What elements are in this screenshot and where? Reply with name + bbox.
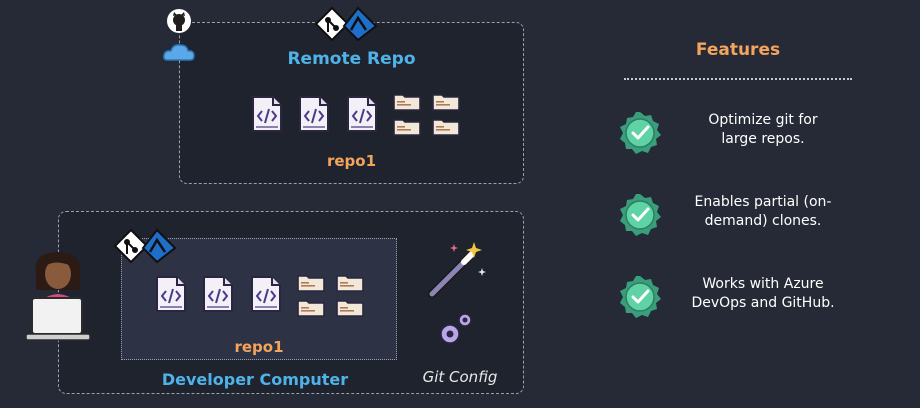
git-scalar-logo — [113, 228, 177, 264]
magic-wand-icon — [428, 242, 486, 298]
checkmark-badge-icon — [618, 111, 662, 155]
laptop-icon — [25, 297, 91, 341]
code-file-icon — [202, 275, 234, 313]
local-repo-label: repo1 — [234, 338, 284, 356]
git-scalar-logo — [314, 6, 378, 42]
feature-item: Enables partial (on- demand) clones. — [618, 193, 848, 243]
feature-line: demand) clones. — [704, 213, 822, 229]
folder-icon — [336, 273, 364, 292]
checkmark-badge-icon — [618, 275, 662, 319]
folder-icon — [336, 298, 364, 317]
cloud-icon — [163, 44, 195, 61]
folder-icon — [393, 92, 421, 111]
feature-text: Works with Azure DevOps and GitHub. — [678, 275, 848, 313]
feature-item: Works with Azure DevOps and GitHub. — [618, 275, 848, 325]
feature-line: large repos. — [721, 131, 805, 147]
feature-text: Enables partial (on- demand) clones. — [678, 193, 848, 231]
code-file-icon — [251, 95, 283, 133]
folder-icon — [297, 298, 325, 317]
folder-icon — [393, 117, 421, 136]
code-file-icon — [346, 95, 378, 133]
feature-text: Optimize git for large repos. — [678, 111, 848, 149]
feature-line: Optimize git for — [708, 112, 818, 128]
feature-line: DevOps and GitHub. — [691, 295, 835, 311]
folder-icon — [432, 92, 460, 111]
git-config-label: Git Config — [422, 368, 498, 386]
remote-repo-title: Remote Repo — [287, 49, 416, 69]
gears-icon — [440, 313, 472, 344]
code-file-icon — [298, 95, 330, 133]
github-icon — [167, 9, 191, 33]
code-file-icon — [155, 275, 187, 313]
features-title: Features — [695, 40, 781, 60]
feature-line: Works with Azure — [702, 276, 824, 292]
feature-item: Optimize git for large repos. — [618, 111, 848, 161]
folder-icon — [297, 273, 325, 292]
developer-computer-title: Developer Computer — [161, 370, 349, 389]
developer-avatar-icon — [25, 252, 91, 341]
remote-repo-label: repo1 — [326, 152, 377, 170]
checkmark-badge-icon — [618, 193, 662, 237]
code-file-icon — [250, 275, 282, 313]
folder-icon — [432, 117, 460, 136]
feature-line: Enables partial (on- — [694, 194, 832, 210]
github-cloud-icon — [163, 9, 195, 61]
features-divider — [624, 78, 852, 80]
